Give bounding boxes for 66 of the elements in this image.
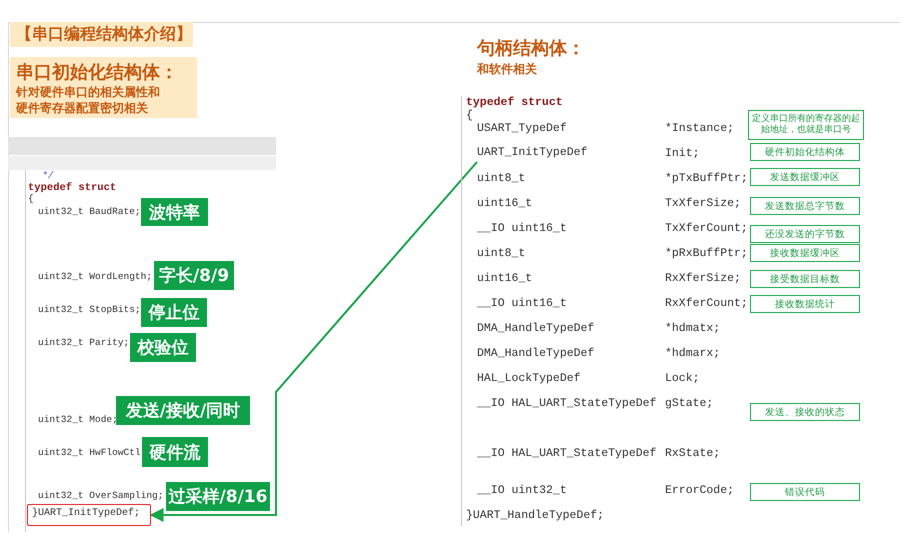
annotation-box: 硬件初始化结构体 xyxy=(750,143,860,161)
code-text: Init; xyxy=(665,147,700,160)
heading-text: 串口初始化结构体： xyxy=(16,61,179,84)
callout-label: 发送/接收/同时 xyxy=(116,396,250,425)
code-text: Lock; xyxy=(665,372,700,385)
annotation-box: 接受数据目标数 xyxy=(750,270,860,288)
code-text: DMA_HandleTypeDef xyxy=(477,322,594,335)
code-text: __IO HAL_UART_StateTypeDef xyxy=(477,447,656,460)
code-text: RxXferSize; xyxy=(665,272,741,285)
code-text: ErrorCode; xyxy=(665,484,734,497)
code-text: __IO uint32_t xyxy=(477,484,567,497)
description-text: 针对硬件串口的相关属性和硬件寄存器配置密切相关 xyxy=(16,84,161,116)
callout-label: 字长/8/9 xyxy=(154,261,234,290)
callout-label: 过采样/8/16 xyxy=(166,482,270,511)
code-text: uint32_t HwFlowCtl xyxy=(38,447,141,458)
code-text: gState; xyxy=(665,397,714,410)
code-text: RxXferCount; xyxy=(665,297,748,310)
highlight-box: }UART_InitTypeDef; xyxy=(27,504,151,526)
subheading-text: 和软件相关 xyxy=(477,61,537,78)
annotation-box: 发送数据总字节数 xyxy=(750,197,860,215)
annotation-box: 接收数据缓冲区 xyxy=(750,244,860,262)
annotation-box: 发送数据缓冲区 xyxy=(750,168,860,186)
code-text: { xyxy=(466,109,473,122)
code-text: uint32_t StopBits; xyxy=(38,304,141,315)
code-text: *hdmarx; xyxy=(665,347,720,360)
annotation-box: 接收数据统计 xyxy=(750,295,860,313)
code-text: uint8_t xyxy=(477,247,526,260)
code-text: uint32_t WordLength; xyxy=(38,271,152,282)
code-text: uint16_t xyxy=(477,197,532,210)
heading-panel xyxy=(10,57,197,118)
code-keyword: typedef struct xyxy=(466,96,563,109)
code-keyword: typedef struct xyxy=(28,182,116,194)
code-text: uint16_t xyxy=(477,272,532,285)
annotation-box: 定义串口所有的寄存器的起始地址，也就是串口号 xyxy=(748,110,864,140)
code-text: uint32_t BaudRate; xyxy=(38,206,141,217)
code-text: UART_InitTypeDef xyxy=(477,146,588,162)
code-text: __IO uint16_t xyxy=(477,222,567,235)
code-text: *pRxBuffPtr; xyxy=(665,247,748,260)
code-comment: */ xyxy=(42,170,54,181)
code-text: HAL_LockTypeDef xyxy=(477,372,581,385)
annotation-box: 还没发送的字节数 xyxy=(750,225,860,243)
annotation-box: 错误代码 xyxy=(750,483,860,501)
annotation-box: 发送、接收的状态 xyxy=(750,403,860,421)
code-text: uint8_t xyxy=(477,172,526,185)
callout-label: 波特率 xyxy=(141,198,208,226)
code-text: __IO uint16_t xyxy=(477,297,567,310)
callout-label: 硬件流 xyxy=(142,437,208,467)
code-text: uint32_t Mode; xyxy=(38,414,118,425)
code-text: { xyxy=(28,193,34,204)
code-text: DMA_HandleTypeDef xyxy=(477,347,594,360)
code-text: uint32_t OverSampling; xyxy=(38,490,164,501)
code-text: USART_TypeDef xyxy=(477,122,567,135)
callout-label: 校验位 xyxy=(130,333,196,362)
code-text: uint32_t Parity; xyxy=(38,337,130,348)
code-text: *pTxBuffPtr; xyxy=(665,172,748,185)
heading-text: 句柄结构体： xyxy=(477,37,585,60)
code-text: TxXferSize; xyxy=(665,197,741,210)
code-text: TxXferCount; xyxy=(665,222,748,235)
code-text: }UART_HandleTypeDef; xyxy=(466,509,604,522)
code-text: *hdmatx; xyxy=(665,322,720,335)
code-text: *Instance; xyxy=(665,122,734,135)
arrow xyxy=(150,161,478,522)
heading-banner: 【串口编程结构体介绍】 xyxy=(10,22,193,47)
code-text: __IO HAL_UART_StateTypeDef xyxy=(477,397,656,410)
callout-label: 停止位 xyxy=(141,298,207,327)
code-text: RxState; xyxy=(665,447,720,460)
